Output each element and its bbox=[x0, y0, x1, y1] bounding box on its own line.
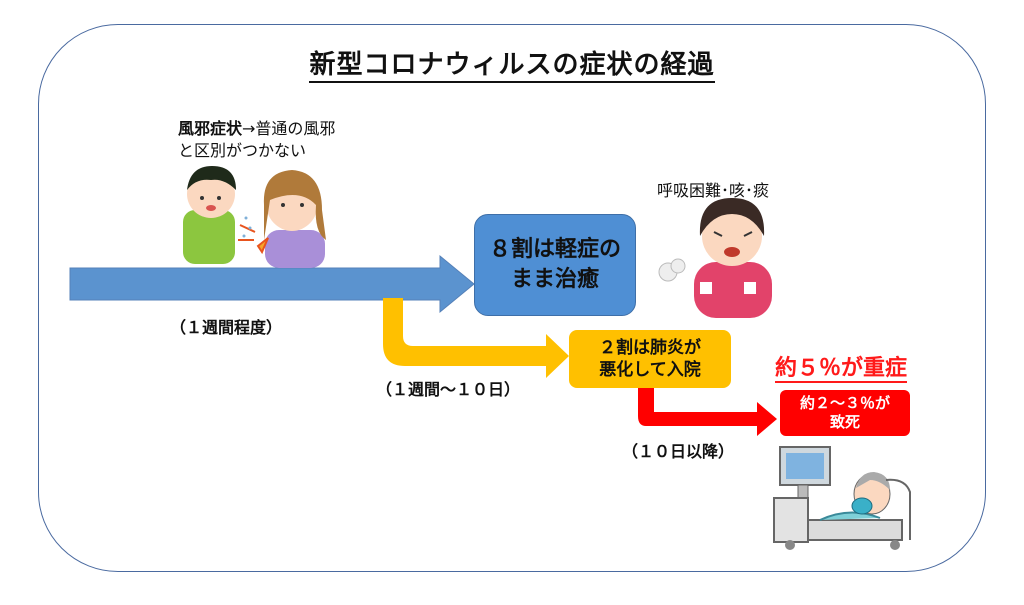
cold-note-line2: と区別がつかない bbox=[178, 141, 307, 160]
breathing-difficulty-illustration bbox=[658, 198, 772, 318]
period-2-label: （１週間～１０日） bbox=[376, 380, 521, 399]
cold-note-rest: →普通の風邪 bbox=[242, 119, 336, 138]
stage-pneumonia-box: ２割は肺炎が 悪化して入院 bbox=[569, 330, 731, 388]
cold-symptom-note: 風邪症状→普通の風邪 と区別がつかない bbox=[178, 118, 335, 162]
blue-arrow bbox=[69, 254, 475, 314]
stage-death-box: 約２～３％が 致死 bbox=[780, 390, 910, 436]
yellow-arrow bbox=[383, 298, 569, 378]
breathing-caption: 呼吸困難･咳･痰 bbox=[657, 181, 770, 200]
patient-ventilator-illustration bbox=[773, 446, 911, 550]
red-arrow bbox=[638, 388, 777, 436]
period-1-label: （１週間程度） bbox=[170, 318, 283, 337]
page-title: 新型コロナウィルスの症状の経過 bbox=[0, 44, 1024, 83]
stage-mild-box: ８割は軽症の まま治癒 bbox=[474, 214, 636, 316]
coughing-people-illustration bbox=[183, 166, 326, 268]
rounded-frame bbox=[38, 24, 986, 572]
severe-label: 約５％が重症 bbox=[775, 356, 908, 383]
cold-note-bold: 風邪症状 bbox=[178, 119, 243, 138]
period-3-label: （１０日以降） bbox=[622, 442, 735, 461]
